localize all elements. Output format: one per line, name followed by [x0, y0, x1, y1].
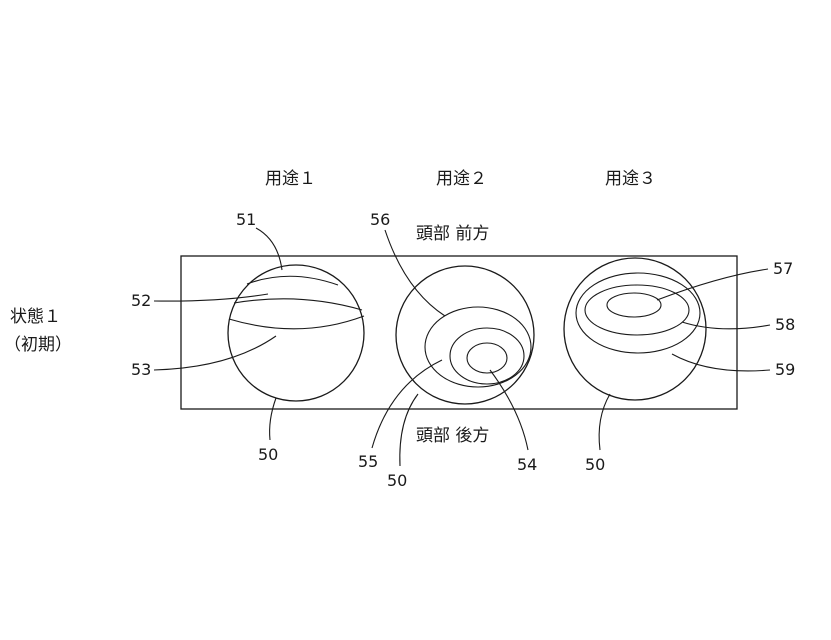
sphere-use-1 — [227, 264, 365, 402]
leader-50a — [269, 397, 277, 441]
head-back-label: 頭部 後方 — [416, 426, 489, 446]
use-3-label: 用途３ — [605, 169, 656, 189]
ref-50-use-2: 50 — [387, 471, 407, 490]
state-sublabel: （初期） — [4, 335, 72, 355]
sphere-outline — [395, 265, 535, 405]
sphere-use-2 — [395, 265, 535, 405]
ref-56: 56 — [370, 210, 390, 229]
sphere-outline — [227, 264, 365, 402]
ref-50-use-1: 50 — [258, 445, 278, 464]
ref-55: 55 — [358, 452, 378, 471]
state-label: 状態１ — [10, 307, 61, 327]
zone-outer — [575, 272, 701, 354]
ref-50-use-3: 50 — [585, 455, 605, 474]
leader-57 — [656, 268, 769, 301]
ref-51: 51 — [236, 210, 256, 229]
leader-59 — [671, 353, 771, 372]
zone-middle — [584, 284, 690, 336]
leader-51 — [255, 227, 283, 271]
zone-outer — [424, 306, 532, 388]
leader-50c — [598, 393, 611, 451]
band-middle-top — [233, 298, 363, 311]
zone-inner — [606, 292, 662, 318]
use-1-label: 用途１ — [265, 169, 316, 189]
leader-56 — [384, 229, 446, 317]
ref-54: 54 — [517, 455, 537, 474]
leader-58 — [681, 321, 771, 330]
use-2-label: 用途２ — [436, 169, 487, 189]
leader-52 — [153, 293, 269, 302]
leader-50b — [399, 393, 419, 467]
panel-frame — [180, 255, 738, 410]
ref-57: 57 — [773, 259, 793, 278]
sphere-use-3 — [563, 257, 707, 401]
ref-52: 52 — [131, 291, 151, 310]
leader-54 — [489, 369, 529, 451]
zone-middle — [449, 327, 525, 385]
sphere-outline — [563, 257, 707, 401]
leader-55 — [371, 359, 443, 449]
band-upper — [246, 275, 339, 286]
band-middle-bottom — [228, 315, 365, 330]
head-front-label: 頭部 前方 — [416, 224, 489, 244]
leader-53 — [153, 335, 277, 371]
zone-inner — [466, 342, 508, 374]
ref-59: 59 — [775, 360, 795, 379]
ref-58: 58 — [775, 315, 795, 334]
ref-53: 53 — [131, 360, 151, 379]
